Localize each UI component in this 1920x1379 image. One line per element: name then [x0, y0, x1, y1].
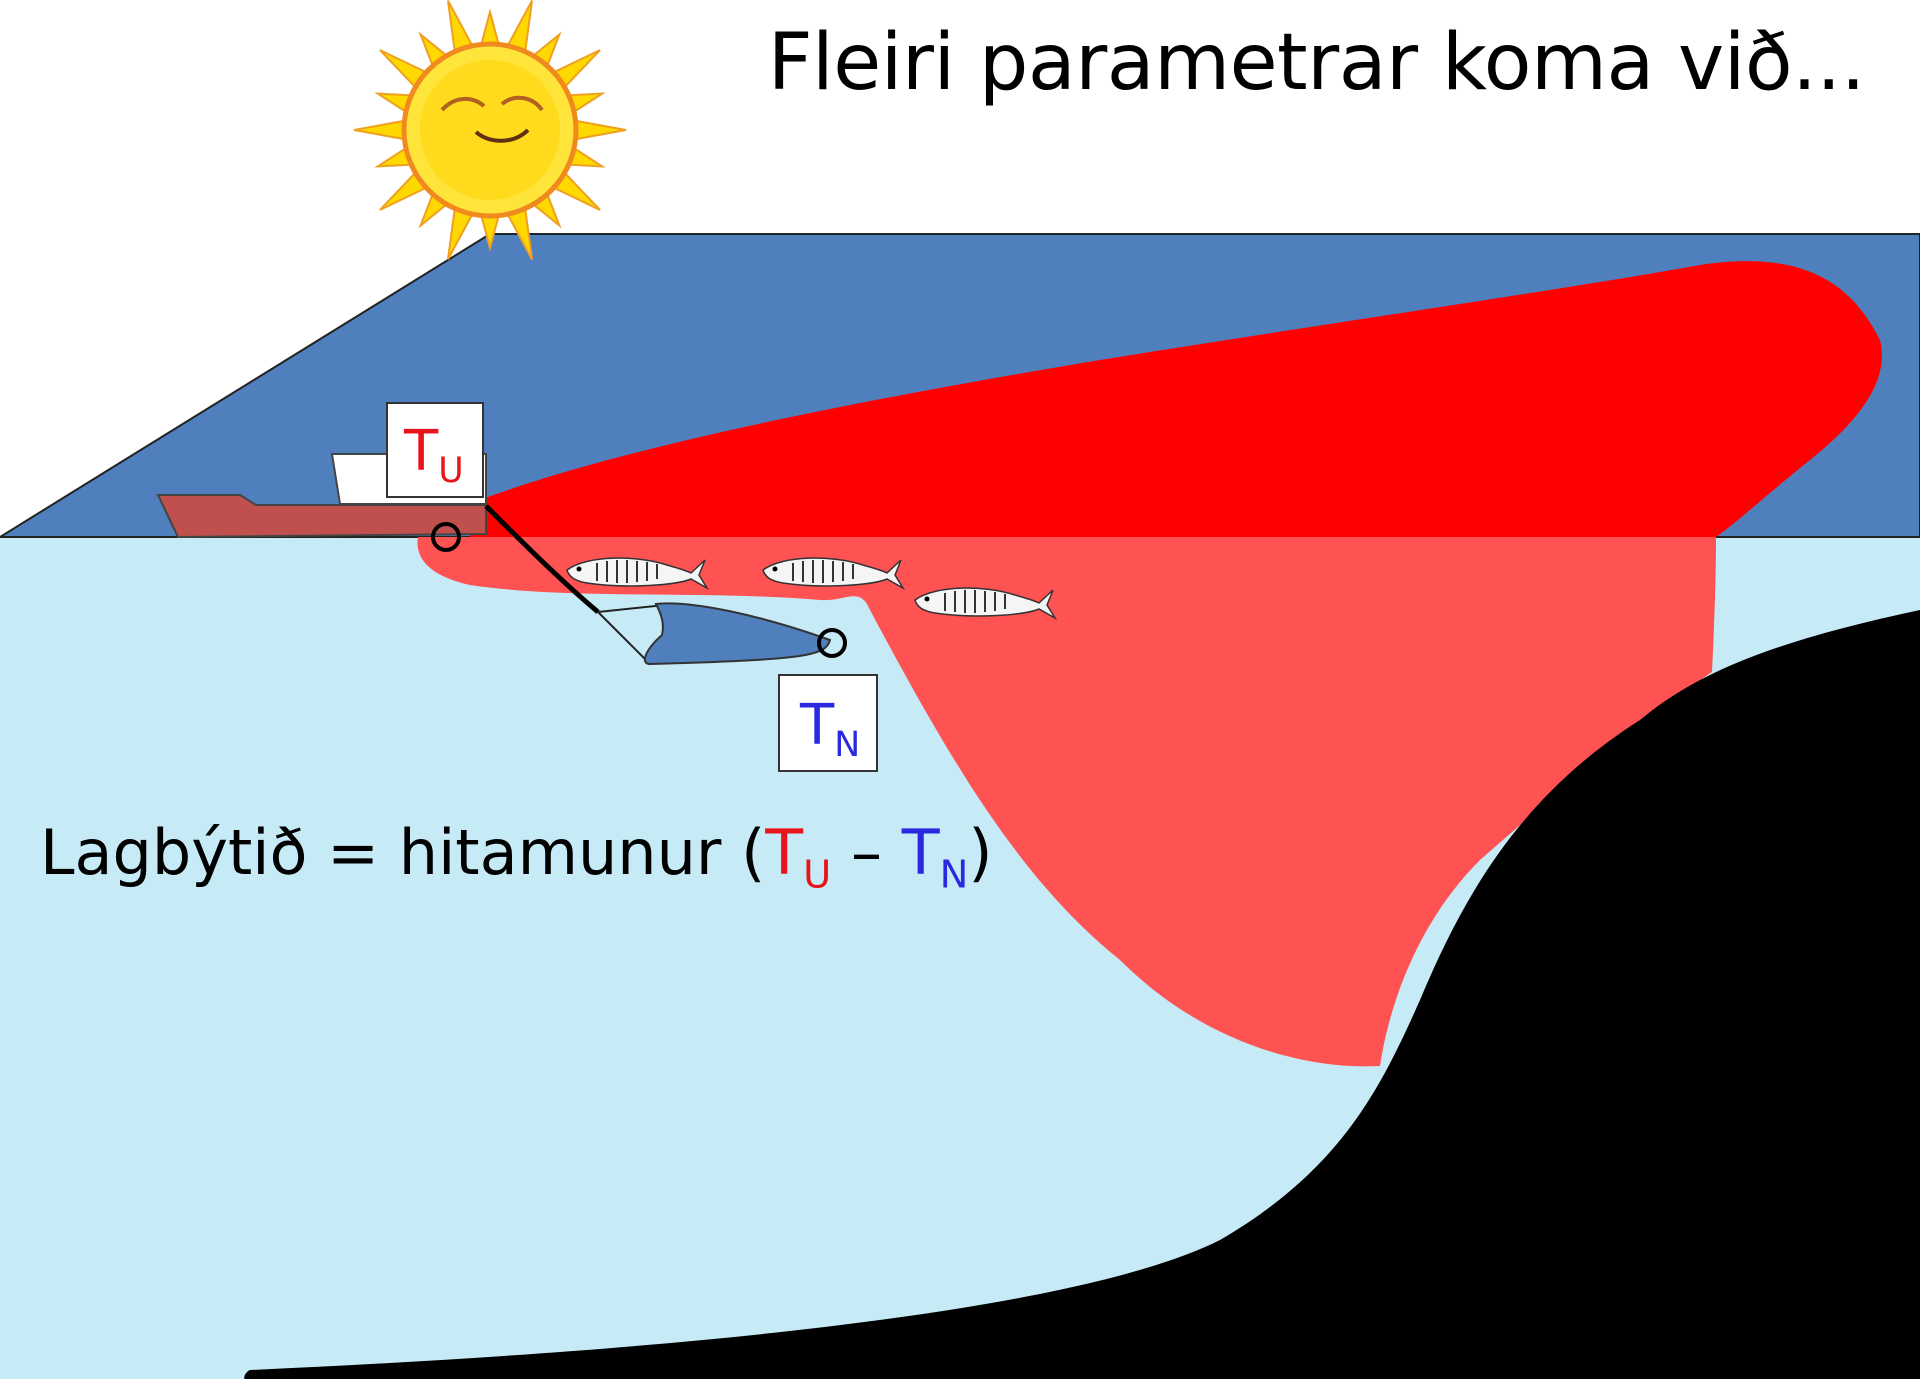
formula-suffix: ) — [968, 816, 993, 889]
formula-prefix: Lagbýtið = hitamunur ( — [40, 816, 766, 889]
fish-icon — [914, 587, 1058, 621]
formula-tu-letter: T — [765, 816, 804, 889]
tu-subscript: U — [438, 451, 464, 492]
tu-letter: T — [404, 419, 439, 484]
warm-plume-lower — [417, 537, 1717, 1067]
tn-letter: T — [800, 693, 835, 758]
formula-tu-subscript: U — [803, 852, 832, 898]
formula-tn-letter: T — [901, 816, 940, 889]
seabed — [244, 610, 1920, 1379]
trawl-net-icon — [484, 504, 832, 666]
warm-plume-upper — [470, 261, 1882, 537]
formula-dash: – — [831, 816, 902, 889]
fish-icon — [566, 557, 710, 591]
upper-temperature-label: TU — [386, 402, 484, 498]
tn-subscript: N — [834, 725, 861, 766]
lower-temperature-label: TN — [778, 674, 878, 772]
formula-text: Lagbýtið = hitamunur (TU – TN) — [40, 816, 993, 897]
fish-icon — [762, 557, 906, 591]
formula-tn-subscript: N — [939, 852, 969, 898]
page-title: Fleiri parametrar koma við... — [767, 18, 1866, 108]
sun-icon — [353, 0, 627, 260]
lower-temperature-symbol: TN — [800, 698, 860, 763]
sensor-icon — [431, 522, 461, 552]
sensor-icon — [817, 628, 847, 658]
upper-temperature-symbol: TU — [404, 424, 464, 489]
